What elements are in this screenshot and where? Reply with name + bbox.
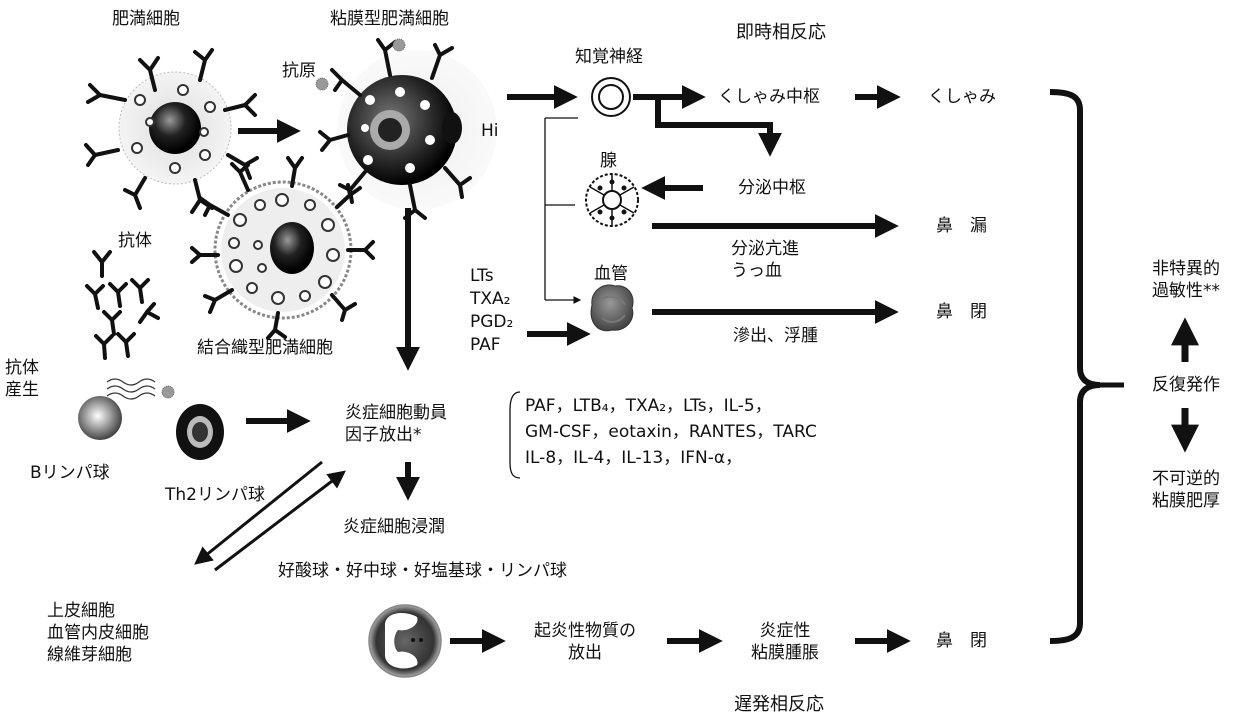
sensory-nerve-icon [591, 77, 631, 117]
label-connective-mast-cell: 結合織型肥満細胞 [197, 338, 333, 358]
label-sensory-nerve: 知覚神経 [575, 47, 643, 67]
label-b-lymphocyte: Bリンパ球 [30, 463, 110, 483]
label-mediator-list-1: PAF，LTB₄，TXA₂，LTs，IL-5， [525, 396, 772, 416]
label-sneeze-center: くしゃみ中枢 [718, 87, 820, 107]
label-nasal-block-late: 鼻 閉 [936, 631, 987, 651]
label-epithelial-2: 血管内皮細胞 [47, 623, 149, 643]
label-mediator-list-3: IL-8，IL-4，IL-13，IFN-α， [525, 448, 743, 468]
label-mediator-lts: LTs [470, 266, 494, 286]
label-antibody-production-2: 産生 [5, 380, 39, 400]
blood-vessel-icon [590, 284, 634, 332]
label-blood-vessel: 血管 [594, 264, 628, 284]
antigen-icon [315, 77, 329, 91]
label-inflam-release-2: 因子放出* [345, 425, 422, 445]
label-granulocytes: 好酸球・好中球・好塩基球・リンパ球 [278, 561, 567, 581]
mediator-list-bracket [509, 391, 521, 479]
b-lymphocyte-icon [78, 378, 156, 440]
label-mucosal-mast-cell: 粘膜型肥満細胞 [330, 9, 449, 29]
th2-lymphocyte-icon [176, 404, 224, 460]
label-mediator-txa2: TXA₂ [470, 289, 511, 309]
mediator-bracket [544, 117, 582, 304]
label-inflam-swelling-1: 炎症性 [759, 621, 811, 641]
label-immediate-phase: 即時相反応 [736, 22, 826, 43]
label-epithelial-3: 線維芽細胞 [47, 645, 132, 665]
gland-icon [585, 173, 639, 227]
label-inflam-release-1: 炎症細胞動員 [345, 403, 447, 423]
label-repeated-attacks: 反復発作 [1152, 375, 1220, 395]
mucosal-mast-cell-icon [318, 38, 497, 220]
label-rhinorrhea: 鼻 漏 [936, 216, 987, 236]
label-exudation: 滲出、浮腫 [733, 326, 818, 346]
label-irreversible-2: 粘膜肥厚 [1152, 491, 1220, 511]
arrow-nerve-to-secretion-center [655, 97, 782, 157]
arrow-epithelial-to-release [214, 470, 346, 572]
label-late-phase: 遅発相反応 [734, 694, 824, 715]
label-antigen: 抗原 [282, 61, 316, 81]
label-irreversible-1: 不可逆的 [1152, 469, 1220, 489]
label-secretion-hyper-1: 分泌亢進 [731, 239, 799, 259]
arrow-release-to-epithelial [194, 460, 323, 565]
label-secretion-center: 分泌中枢 [738, 178, 806, 198]
label-nonspecific-hyper-2: 過敏性** [1152, 281, 1220, 301]
label-histamine: Hi [481, 121, 499, 141]
antigen-small-icon [161, 385, 175, 399]
label-mast-cell: 肥満細胞 [112, 9, 180, 29]
outcome-brace [1049, 89, 1101, 644]
label-th2-lymphocyte: Th2リンパ球 [165, 485, 265, 505]
granulocyte-icon [368, 604, 442, 678]
label-gland: 腺 [600, 151, 617, 171]
label-inflam-infiltration: 炎症細胞浸潤 [343, 517, 445, 537]
label-mediator-pgd2: PGD₂ [470, 312, 514, 332]
label-secretion-hyper-2: うっ血 [731, 261, 782, 281]
label-inflam-substance-2: 放出 [568, 643, 602, 663]
label-antibody-production-1: 抗体 [5, 358, 39, 378]
label-nonspecific-hyper-1: 非特異的 [1152, 259, 1220, 279]
label-nasal-block-immediate: 鼻 閉 [936, 302, 987, 322]
label-epithelial-1: 上皮細胞 [47, 601, 115, 621]
antibody-icon [85, 250, 160, 360]
mast-cell-icon [84, 48, 259, 214]
label-mediator-list-2: GM-CSF，eotaxin，RANTES，TARC [525, 422, 817, 442]
connective-mast-cell-icon [190, 156, 375, 340]
label-inflam-substance-1: 起炎性物質の [534, 621, 636, 641]
label-antibody: 抗体 [118, 231, 152, 251]
label-inflam-swelling-2: 粘膜腫脹 [751, 643, 819, 663]
label-sneeze: くしゃみ [928, 87, 996, 107]
label-mediator-paf: PAF [470, 335, 501, 355]
